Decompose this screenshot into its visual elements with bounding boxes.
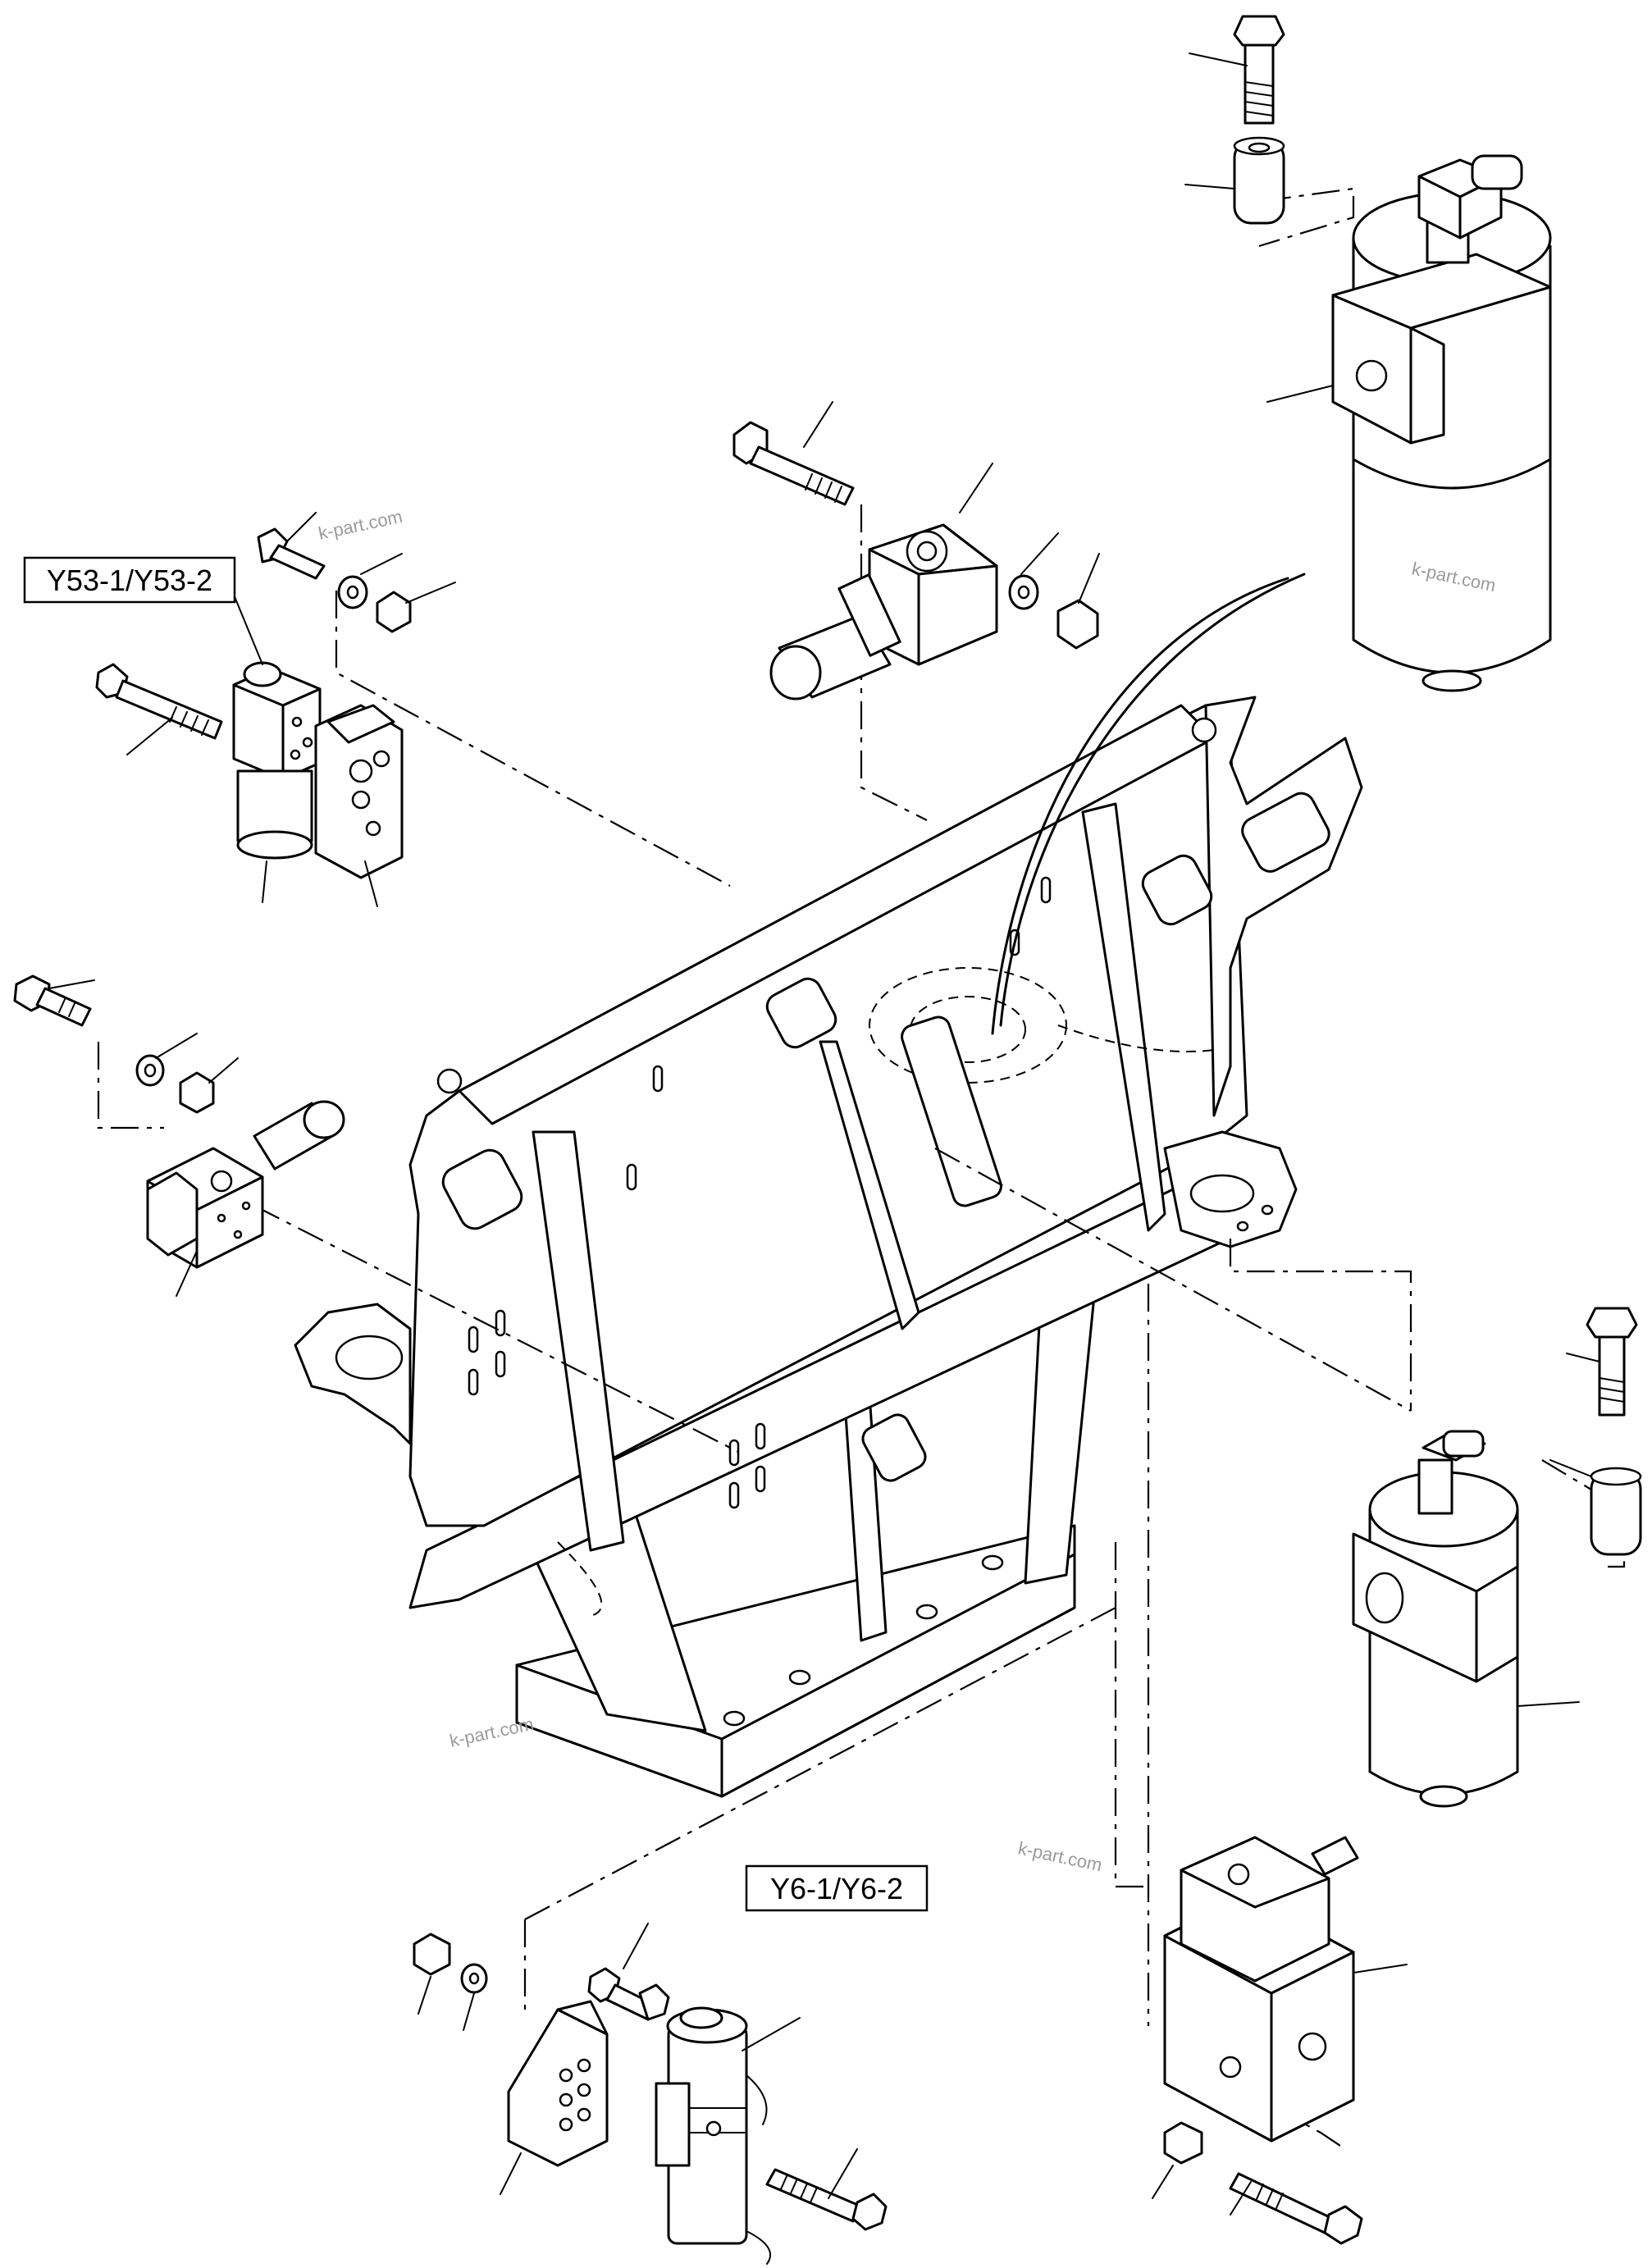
- watermark-1: k-part.com: [317, 506, 404, 544]
- valve-y6: [413, 1923, 888, 2265]
- filter-top-right: [1184, 15, 1552, 692]
- filter-right: [1352, 1307, 1642, 1808]
- label-y53: Y53-1/Y53-2: [23, 556, 236, 604]
- valve-top-center: [732, 401, 1100, 700]
- label-y6: Y6-1/Y6-2: [745, 1864, 929, 1912]
- hose-edge: [991, 577, 1289, 1035]
- assembly-lines: [97, 187, 1626, 2150]
- label-y53-text: Y53-1/Y53-2: [47, 564, 212, 597]
- hose: [999, 573, 1306, 1027]
- main-frame: [294, 696, 1363, 1798]
- watermark-4: k-part.com: [1016, 1837, 1104, 1875]
- valve-block-left: [13, 974, 345, 1297]
- watermark-3: k-part.com: [448, 1714, 536, 1751]
- valve-block-bottom-right: [1152, 1836, 1408, 2245]
- label-y6-text: Y6-1/Y6-2: [770, 1872, 903, 1905]
- valve-y53: [95, 512, 456, 907]
